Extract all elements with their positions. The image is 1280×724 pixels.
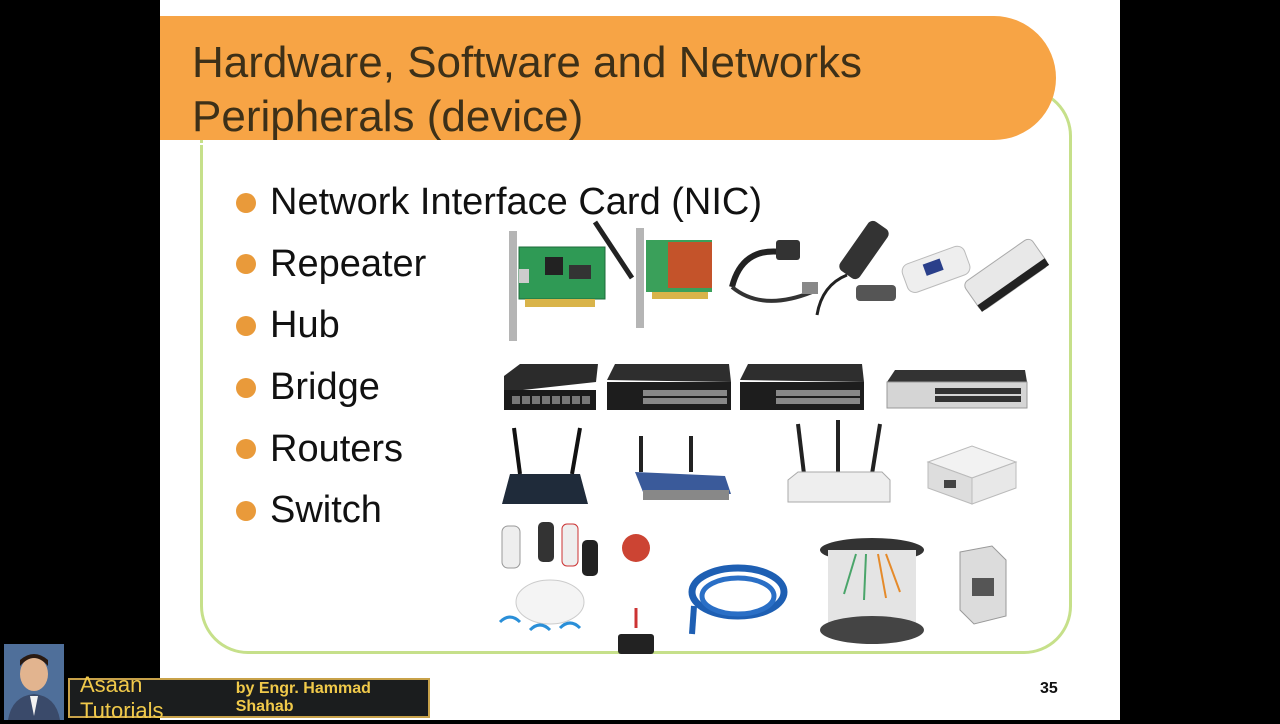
bullet-item: Routers <box>236 418 762 480</box>
usb-wifi-stick-image <box>964 238 1050 312</box>
bullet-item: Bridge <box>236 357 762 419</box>
channel-banner: Asaan Tutorials by Engr. Hammad Shahab <box>68 672 430 723</box>
bullet-item: Switch <box>236 480 762 542</box>
wireless-nic-card-image <box>592 220 712 328</box>
bullet-item: Repeater <box>236 234 762 296</box>
bullet-dot-icon <box>236 439 256 460</box>
slide-title-line-1: Hardware, Software and Networks <box>192 38 863 87</box>
nic-card-image <box>509 231 606 341</box>
bullet-dot-icon <box>236 500 256 521</box>
mini-router-image <box>926 445 1018 505</box>
bullet-text: Network Interface Card (NIC) <box>270 181 763 224</box>
slide: Hardware, Software and Networks Peripher… <box>160 0 1120 720</box>
bullet-text: Bridge <box>270 366 380 409</box>
cable-spool-image <box>820 538 924 644</box>
usb-adapter-image <box>729 240 818 303</box>
title-underline <box>160 143 1008 145</box>
bullet-text: Hub <box>270 304 340 347</box>
bullet-dot-icon <box>236 377 256 398</box>
channel-name: Asaan Tutorials <box>80 672 164 723</box>
bullet-text: Routers <box>270 427 404 470</box>
avatar <box>4 644 64 720</box>
presenter-photo-icon <box>4 644 64 720</box>
bullet-item: Hub <box>236 295 762 357</box>
router-three-antenna-image <box>787 420 891 503</box>
3g-wifi-router-image <box>498 522 654 654</box>
page-number: 35 <box>1040 680 1058 697</box>
channel-author: by Engr. Hammad Shahab <box>235 680 371 715</box>
branding-overlay: Asaan Tutorials by Engr. Hammad Shahab <box>0 644 432 723</box>
bullet-text: Repeater <box>270 242 427 285</box>
router-two-antenna-image <box>502 427 588 504</box>
router-linksys-image <box>635 436 731 500</box>
title-bar: Hardware, Software and Networks Peripher… <box>160 16 1056 145</box>
bullet-text: Switch <box>270 489 382 532</box>
bullet-item: Network Interface Card (NIC) <box>236 172 762 234</box>
rj45-jack-image <box>959 545 1007 625</box>
slide-title-line-2: Peripherals (device) <box>192 92 584 141</box>
usb-wifi-dongle-image <box>901 245 971 293</box>
switch-24-port-image <box>740 364 864 410</box>
network-cable-image <box>688 564 788 635</box>
bullet-dot-icon <box>236 192 256 213</box>
bullet-dot-icon <box>236 315 256 336</box>
bullet-list: Network Interface Card (NIC) Repeater Hu… <box>236 172 762 542</box>
bullet-dot-icon <box>236 254 256 275</box>
switch-8-port-image <box>504 364 598 410</box>
usb-wifi-adapter-image <box>815 220 896 316</box>
switch-rack-image <box>886 370 1028 409</box>
switch-24-port-image <box>607 364 731 410</box>
slide-title: Hardware, Software and Networks Peripher… <box>192 36 862 144</box>
